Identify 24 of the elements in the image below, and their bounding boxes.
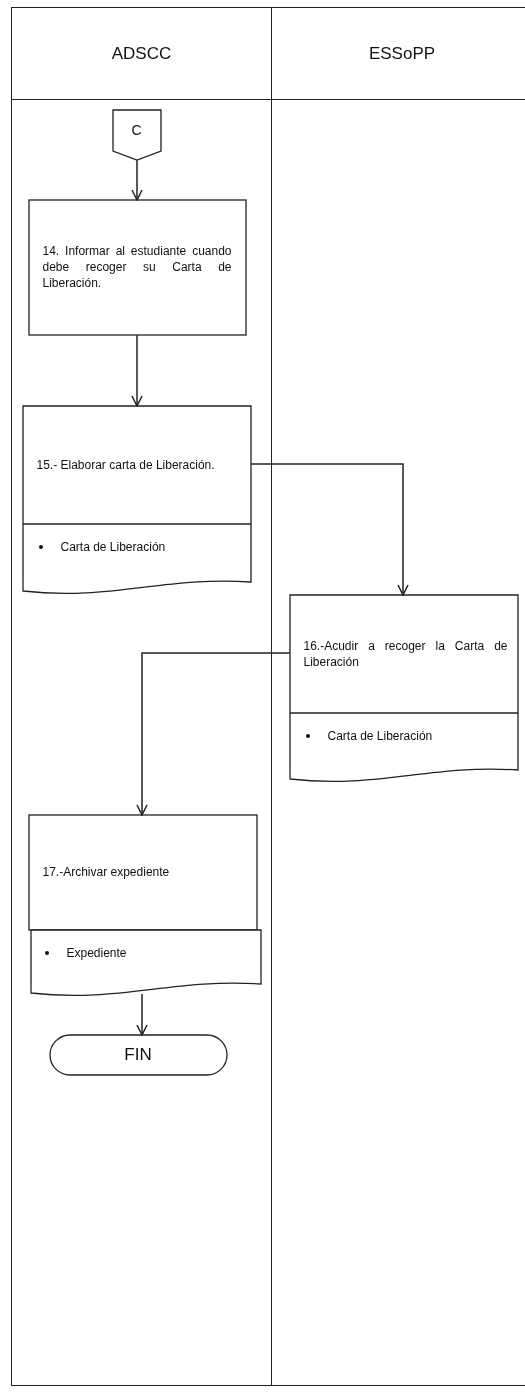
step-text: 15.- Elaborar carta de Liberación. <box>36 456 215 473</box>
terminator-label: FIN <box>124 1044 152 1065</box>
arrow <box>136 993 148 1036</box>
document-shape <box>28 814 259 998</box>
swimlane <box>11 7 272 1386</box>
step-text: 16.-Acudir a recoger la Carta de Liberación <box>303 637 508 670</box>
arrow <box>136 652 291 816</box>
output-item: Carta de Liberación <box>60 539 166 554</box>
step-text: 14. Informar al estudiante cuando debe recoger su Carta de Liberación. <box>42 243 232 291</box>
process-box <box>28 199 246 335</box>
lane-header: ADSCC <box>111 43 172 64</box>
arrow <box>131 334 143 407</box>
lane-header: ESSoPP <box>368 43 436 64</box>
swimlane <box>271 7 525 1386</box>
step-text: 17.-Archivar expediente <box>42 864 170 880</box>
arrow <box>131 159 143 201</box>
arrow <box>250 463 409 596</box>
document-shape <box>22 405 251 596</box>
terminator-shape <box>49 1034 227 1075</box>
off-page-connector <box>112 109 161 160</box>
connector-label: C <box>131 121 142 138</box>
output-item: Carta de Liberación <box>327 728 433 743</box>
output-item: Expediente <box>66 945 127 960</box>
document-shape <box>289 594 518 784</box>
